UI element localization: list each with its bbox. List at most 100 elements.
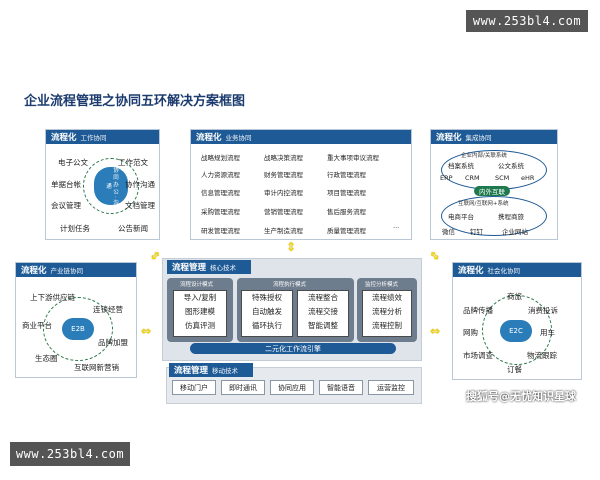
integ-item: 携程商旅 — [498, 213, 524, 221]
biz-item: 战略决策流程 — [264, 154, 303, 162]
biz-item: 质量管理流程 — [327, 227, 366, 235]
core-exec-item: 流程交接 — [308, 307, 338, 316]
core-design-item: 导入/复制 — [183, 293, 217, 302]
social-item: 市场调查 — [463, 351, 493, 360]
integ-item: 电商平台 — [448, 213, 474, 221]
work-item: 会议管理 — [51, 201, 81, 210]
integ-mid-label: 互联网/互联网+系统 — [458, 201, 509, 207]
biz-item: 采购管理流程 — [201, 208, 240, 216]
social-collab-header: 流程化社会化协同 — [453, 263, 581, 277]
core-design-item: 仿真评测 — [185, 321, 215, 330]
core-exec-item: 流程整合 — [308, 293, 338, 302]
chain-item: 上下游供应链 — [30, 293, 75, 302]
smart-voice-button[interactable]: 智能语音 — [319, 380, 363, 395]
work-item: 协作沟通 — [125, 180, 155, 189]
chain-collab-header: 流程化产业链协同 — [16, 263, 136, 277]
work-center: 协 同 办 公 · 沟 通 — [94, 167, 128, 205]
chain-item: 生态圈 — [35, 354, 58, 363]
biz-item: 行政管理流程 — [327, 171, 366, 179]
mobile-tech-header: 流程管理移动技术 — [169, 363, 253, 377]
work-collab-header: 流程化工作协同 — [46, 130, 159, 144]
core-design-item: 图形建模 — [185, 307, 215, 316]
integ-lower-ring — [441, 196, 547, 236]
core-tech-header: 流程管理核心技术 — [167, 260, 251, 274]
collab-app-button[interactable]: 协同应用 — [270, 380, 314, 395]
biz-collab-header: 流程化业务协同 — [191, 130, 411, 144]
diagram-title: 企业流程管理之协同五环解决方案框图 — [24, 94, 246, 109]
biz-more: ... — [393, 222, 400, 230]
biz-item: 财务管理流程 — [264, 171, 303, 179]
work-collab-card: 流程化工作协同 — [45, 129, 160, 240]
integ-item: ERP — [440, 174, 453, 182]
social-item: 消费投诉 — [528, 306, 558, 315]
work-ring — [83, 158, 139, 214]
core-exec-item: 智能调整 — [308, 321, 338, 330]
integ-item: 公文系统 — [498, 162, 524, 170]
integ-item: eHR — [521, 174, 535, 182]
integ-collab-header: 流程化集成协同 — [431, 130, 557, 144]
watermark-bottom: www.253bl4.com — [10, 442, 130, 466]
workflow-engine-bar: 二元化工作流引擎 — [190, 343, 396, 354]
biz-collab-card: 流程化业务协同 — [190, 129, 412, 240]
core-exec-box-b: 流程整合 流程交接 智能调整 — [297, 290, 349, 337]
social-item: 物流跟踪 — [527, 351, 557, 360]
social-item: 网购 — [463, 328, 478, 337]
work-item: 电子公文 — [58, 158, 88, 167]
biz-item: 信息管理流程 — [201, 189, 240, 197]
arrow-core-chain-icon: ⇔ — [141, 324, 152, 338]
core-monitor-item: 流程绩效 — [372, 293, 402, 302]
biz-item: 项目管理流程 — [327, 189, 366, 197]
work-item: 单据台帐 — [51, 180, 81, 189]
arrow-core-social-icon: ⇔ — [430, 324, 441, 338]
core-group-label: 流程执行模式 — [273, 282, 307, 288]
biz-item: 审计内控流程 — [264, 189, 303, 197]
biz-item: 研发管理流程 — [201, 227, 240, 235]
integ-item: 微信 — [442, 228, 455, 236]
ops-monitor-button[interactable]: 运营监控 — [368, 380, 414, 395]
social-item: 用车 — [540, 328, 555, 337]
work-item: 文档管理 — [125, 201, 155, 210]
chain-ring — [43, 297, 113, 361]
integ-interconnect-pill: 内外互联 — [474, 186, 510, 196]
social-center: E2C — [500, 320, 532, 342]
core-monitor-item: 流程控制 — [372, 321, 402, 330]
chain-item: 品牌加盟 — [98, 338, 128, 347]
biz-item: 人力资源流程 — [201, 171, 240, 179]
integ-item: SCM — [495, 174, 510, 182]
arrow-core-work-icon: ⇕ — [146, 247, 164, 265]
instant-messaging-button[interactable]: 即时通讯 — [221, 380, 265, 395]
social-item: 品牌传播 — [463, 306, 493, 315]
footer-credit: 搜狐号@无忧知识星球 — [466, 390, 576, 403]
chain-item: 连锁经营 — [93, 305, 123, 314]
core-exec-item: 自动触发 — [252, 307, 282, 316]
arrow-core-integ-icon: ⇕ — [426, 247, 444, 265]
core-monitor-box: 流程绩效 流程分析 流程控制 — [362, 290, 412, 337]
arrow-core-biz-icon: ⇕ — [286, 240, 297, 254]
chain-item: 商业平台 — [22, 321, 52, 330]
chain-item: 互联网新营销 — [74, 363, 119, 372]
chain-center: E2B — [62, 318, 94, 340]
core-group-label: 流程设计模式 — [180, 282, 214, 288]
core-monitor-item: 流程分析 — [372, 307, 402, 316]
biz-item: 营销管理流程 — [264, 208, 303, 216]
biz-item: 售后服务流程 — [327, 208, 366, 216]
biz-item: 生产制造流程 — [264, 227, 303, 235]
mobile-portal-button[interactable]: 移动门户 — [172, 380, 216, 395]
core-group-label: 监控分析模式 — [365, 282, 399, 288]
biz-item: 重大事项审议流程 — [327, 154, 379, 162]
work-item: 计划任务 — [60, 224, 90, 233]
integ-item: 企业网站 — [502, 228, 528, 236]
work-item: 工作范文 — [118, 158, 148, 167]
core-design-box: 导入/复制 图形建模 仿真评测 — [173, 290, 227, 337]
integ-item: 钉钉 — [470, 228, 483, 236]
integ-item: CRM — [465, 174, 480, 182]
biz-item: 战略规划流程 — [201, 154, 240, 162]
core-exec-item: 循环执行 — [252, 321, 282, 330]
core-exec-item: 特殊授权 — [252, 293, 282, 302]
core-exec-box-a: 特殊授权 自动触发 循环执行 — [241, 290, 293, 337]
integ-top-label: 企业内部/关联系统 — [461, 153, 507, 159]
watermark-top: www.253bl4.com — [466, 10, 588, 32]
integ-item: 档案系统 — [448, 162, 474, 170]
work-item: 公告新闻 — [118, 224, 148, 233]
social-item: 商旅 — [507, 292, 522, 301]
